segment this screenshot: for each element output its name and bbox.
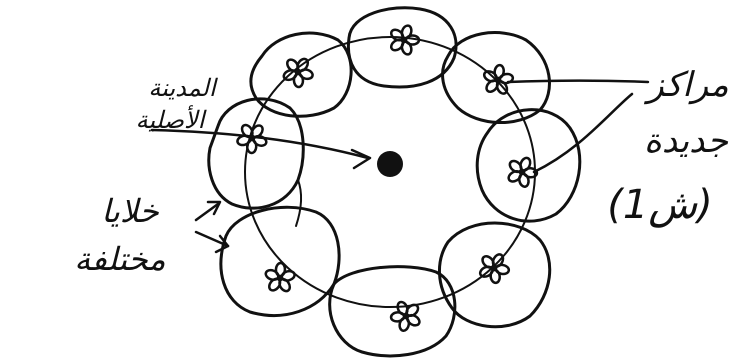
label-figure-number: (ش1) (607, 182, 713, 228)
cell-connector (296, 180, 301, 226)
cells (209, 8, 580, 356)
cell (330, 267, 455, 356)
label-different-cells-line1: خلايا (101, 192, 159, 230)
pointer-new-center-top (508, 81, 648, 83)
label-new-centers-line2: جديدة (644, 121, 729, 161)
label-original-city-line1: المدينة (148, 74, 218, 102)
pointer-original-city-arrowhead (352, 150, 370, 168)
flower-icon (389, 24, 419, 55)
flower-marks (233, 24, 539, 337)
label-different-cells-line2: مختلفة (74, 240, 165, 278)
pointer-new-center-right (534, 94, 632, 172)
flower-icon (385, 295, 426, 337)
original-city-center (377, 151, 403, 177)
flower-icon (262, 259, 299, 297)
flower-icon (481, 62, 516, 98)
label-new-centers-line1: مراكز (643, 65, 728, 105)
flower-icon (477, 250, 512, 286)
label-original-city-line2: الأصلية (136, 105, 207, 134)
